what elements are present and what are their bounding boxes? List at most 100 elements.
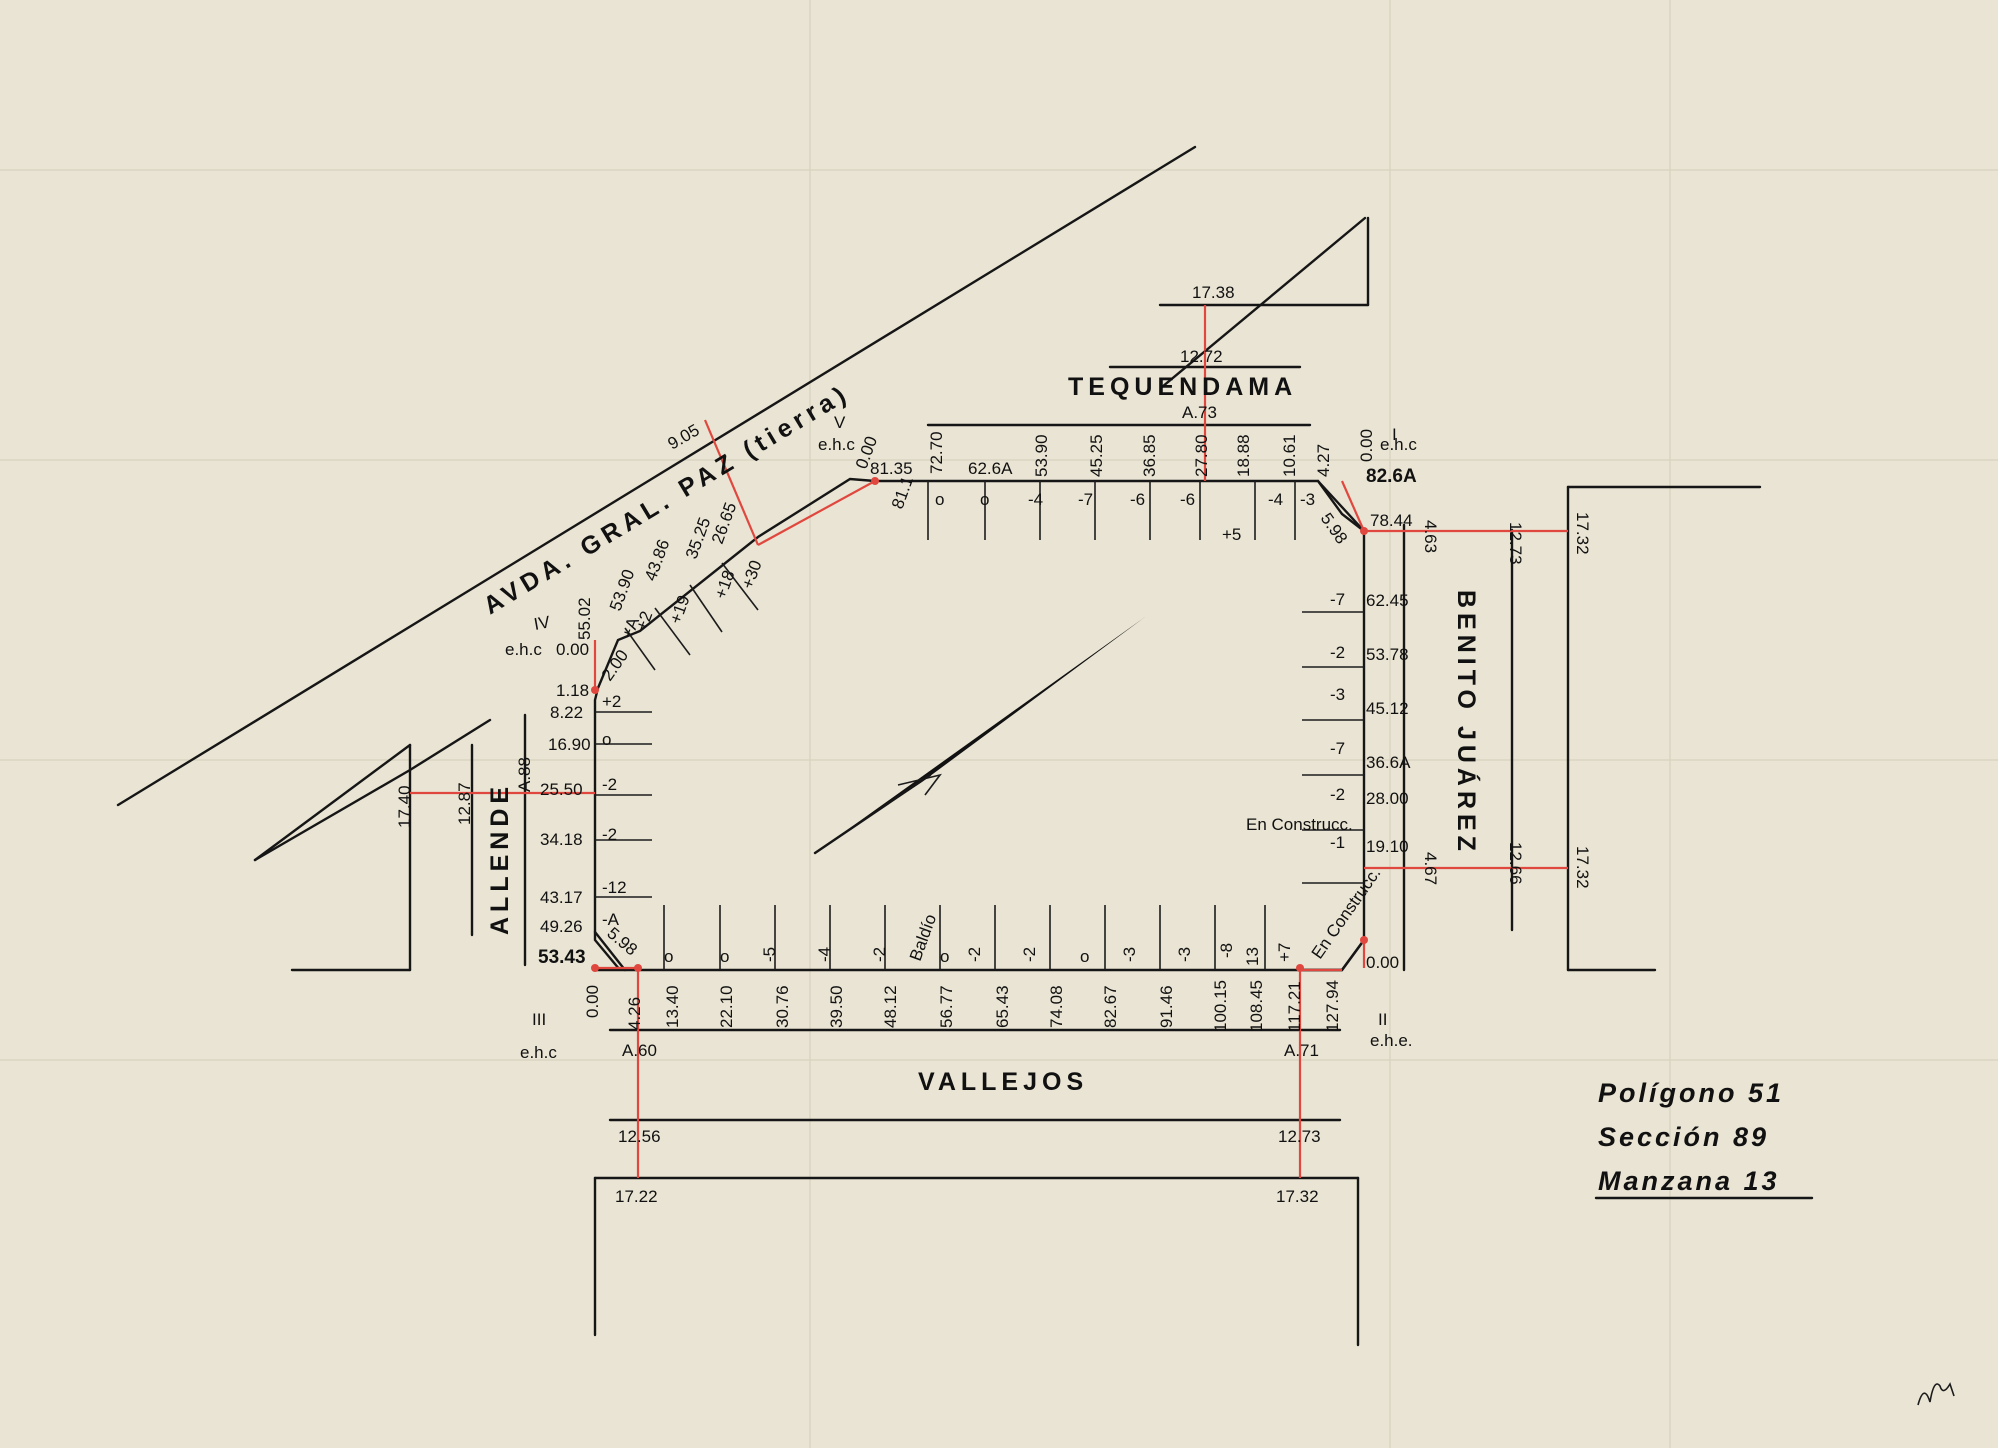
street-north-label: TEQUENDAMA xyxy=(1068,373,1297,401)
south-chainage-5: 39.50 xyxy=(827,985,846,1028)
east-chainage-4: 36.6A xyxy=(1366,753,1411,772)
south-chainage-14: 117.21 xyxy=(1285,981,1304,1032)
south-level-0: o xyxy=(664,947,673,966)
east-chainage-7: 0.00 xyxy=(1366,953,1399,972)
south-level-12: +7 xyxy=(1275,943,1294,962)
west-level-0: +2 xyxy=(602,692,621,711)
east-width-bottom: 4.67 xyxy=(1421,852,1440,885)
info-block: Polígono 51 Sección 89 Manzana 13 xyxy=(1594,1078,1814,1200)
west-street-lines xyxy=(253,713,527,972)
north-chainage-4: 45.25 xyxy=(1087,434,1106,477)
south-chainage-9: 74.08 xyxy=(1047,985,1066,1028)
info-manzana: Manzana 13 xyxy=(1598,1166,1780,1196)
north-level-4: -6 xyxy=(1130,490,1145,509)
east-note-2: En Construcc. xyxy=(1308,864,1385,962)
west-chainage-8: 53.43 xyxy=(538,947,586,968)
west-level-2: -2 xyxy=(602,775,617,794)
south-chainage-12: 100.15 xyxy=(1211,980,1230,1032)
west-chainage-2: 8.22 xyxy=(550,703,583,722)
corner-iv-roman: IV xyxy=(532,612,552,634)
south-opposite-left: 17.22 xyxy=(615,1187,658,1206)
corner-v-small-2: 81.1 xyxy=(888,474,917,512)
south-level-7: -2 xyxy=(1020,947,1039,962)
avenue-offset-1: 9.05 xyxy=(665,420,703,453)
north-width-label: A.73 xyxy=(1182,403,1217,422)
north-ticks xyxy=(927,481,1296,540)
east-chainage-3: 45.12 xyxy=(1366,699,1409,718)
west-chainage-5: 34.18 xyxy=(540,830,583,849)
east-level-1: -2 xyxy=(1330,643,1345,662)
north-level-3: -7 xyxy=(1078,490,1093,509)
north-chainage-7: 18.88 xyxy=(1234,434,1253,477)
south-width-right: A.71 xyxy=(1284,1041,1319,1060)
south-level-5: o xyxy=(940,947,949,966)
street-south-label: VALLEJOS xyxy=(918,1068,1088,1096)
corner-v-roman: V xyxy=(834,413,846,432)
west-chainage-1: 1.18 xyxy=(556,681,589,700)
west-chainage-4: 25.50 xyxy=(540,780,583,799)
north-chainage-0: 81.35 xyxy=(870,459,913,478)
avenue-line xyxy=(116,145,1367,862)
south-level-9: -3 xyxy=(1120,947,1139,962)
south-chainage-4: 30.76 xyxy=(773,985,792,1028)
south-level-8: o xyxy=(1080,947,1089,966)
east-street-lines xyxy=(1402,485,1762,972)
north-level-6: +5 xyxy=(1222,525,1241,544)
west-chainage-7: 49.26 xyxy=(540,917,583,936)
street-east-label: BENITO JUÁREZ xyxy=(1452,590,1481,856)
south-chainage-7: 56.77 xyxy=(937,985,956,1028)
south-street-width-left: 12.56 xyxy=(618,1127,661,1146)
west-level-4: -12 xyxy=(602,878,627,897)
west-ticks xyxy=(595,711,652,898)
west-level-1: o xyxy=(602,730,611,749)
east-chainage-2: 53.78 xyxy=(1366,645,1409,664)
east-chainage-5: 28.00 xyxy=(1366,789,1409,808)
south-level-11: -8 xyxy=(1217,943,1236,958)
corner-ii-code: e.h.e. xyxy=(1370,1031,1413,1050)
north-end: 82.6A xyxy=(1366,466,1417,487)
north-level-2: -4 xyxy=(1028,490,1043,509)
block-outline xyxy=(593,477,1366,972)
south-street-width-right: 12.73 xyxy=(1278,1127,1321,1146)
south-chainage-15: 127.94 xyxy=(1323,980,1342,1032)
east-level-2: -3 xyxy=(1330,685,1345,704)
corner-iii-roman: III xyxy=(532,1010,546,1029)
north-labels: 81.35 72.70 62.6A 53.90 45.25 36.85 27.8… xyxy=(870,283,1417,547)
north-chainage-3: 53.90 xyxy=(1032,434,1051,477)
north-level-7: -4 xyxy=(1268,490,1283,509)
info-poligono: Polígono 51 xyxy=(1598,1078,1784,1108)
avenue-level-2: +19 xyxy=(666,593,694,627)
north-opposite-width: 17.38 xyxy=(1192,283,1235,302)
east-opposite-top: 17.32 xyxy=(1573,512,1592,555)
street-west-label: ALLENDE xyxy=(486,782,514,935)
north-level-1: o xyxy=(980,490,989,509)
north-chainage-9: 4.27 xyxy=(1314,444,1333,477)
south-chainage-0: 0.00 xyxy=(583,985,602,1018)
corner-iv-small: 0.00 xyxy=(556,640,589,659)
south-chainage-1: 4.26 xyxy=(625,997,644,1030)
east-level-3: -7 xyxy=(1330,739,1345,758)
south-labels: 0.00 4.26 13.40 22.10 30.76 39.50 48.12 … xyxy=(583,912,1342,1206)
east-level-5: -1 xyxy=(1330,833,1345,852)
south-level-6: -2 xyxy=(965,947,984,962)
south-chainage-13: 108.45 xyxy=(1247,980,1266,1032)
north-chainage-2: 62.6A xyxy=(968,459,1013,478)
avenue-label: AVDA. GRAL. PAZ (tierra) xyxy=(479,379,855,620)
north-chamfer: 5.98 xyxy=(1317,509,1352,547)
east-street-width-bottom: 12.66 xyxy=(1506,842,1525,885)
north-level-0: o xyxy=(935,490,944,509)
corner-i-roman: I xyxy=(1392,425,1397,444)
avenue-ticks xyxy=(624,562,759,671)
south-opposite-right: 17.32 xyxy=(1276,1187,1319,1206)
avenue-chainage-0: 53.90 xyxy=(606,567,638,613)
east-level-0: -7 xyxy=(1330,590,1345,609)
west-street-width: 12.87 xyxy=(455,782,474,825)
south-chainage-10: 82.67 xyxy=(1101,985,1120,1028)
east-level-4: -2 xyxy=(1330,785,1345,804)
south-small-13: 13 xyxy=(1243,947,1262,966)
south-level-3: -4 xyxy=(815,947,834,962)
north-chainage-6: 27.80 xyxy=(1192,434,1211,477)
west-chainage-6: 43.17 xyxy=(540,888,583,907)
